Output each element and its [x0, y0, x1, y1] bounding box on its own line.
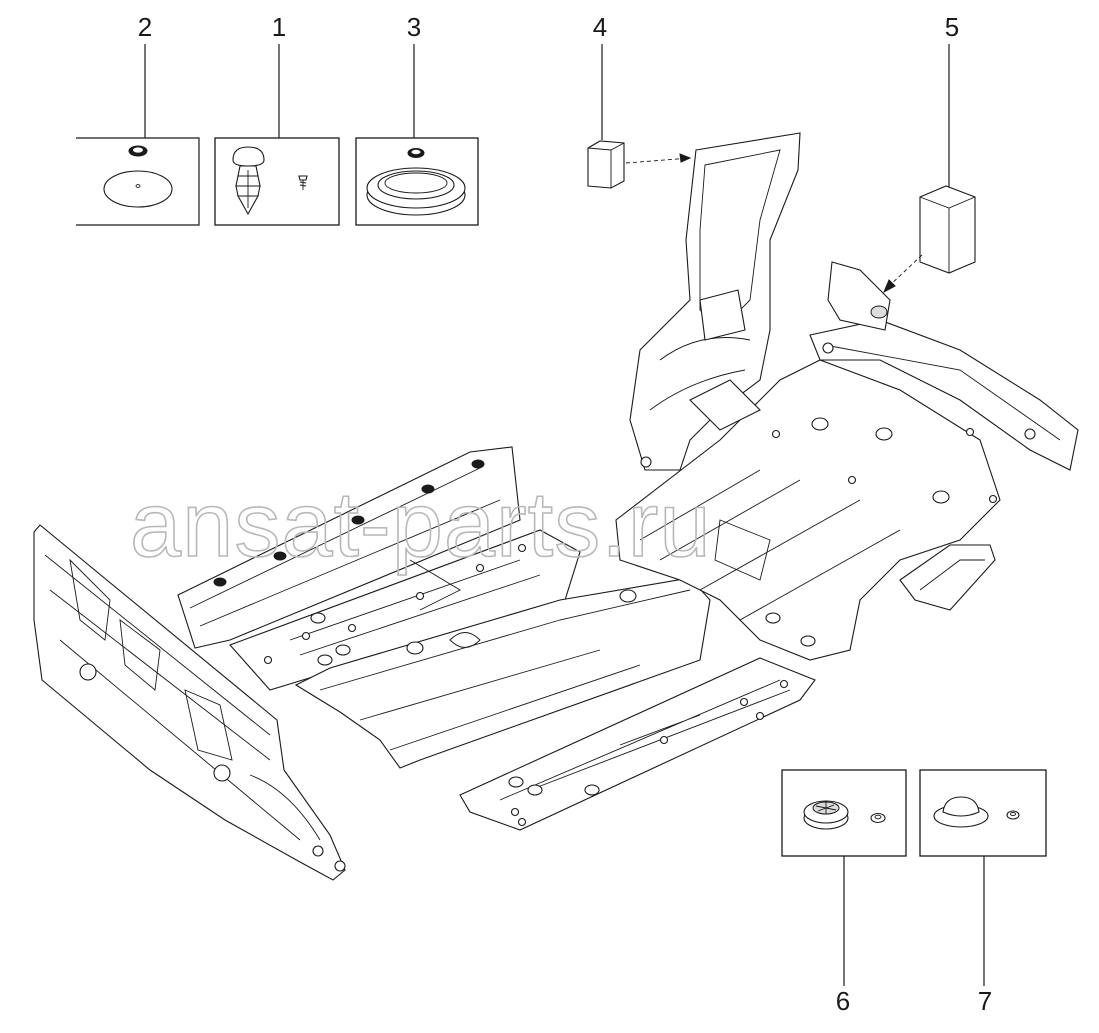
detail-box-7 [919, 769, 1047, 857]
callout-number-3: 3 [407, 12, 421, 42]
wheel-arch-bracket [899, 544, 996, 611]
round-plug-icon [103, 170, 173, 208]
callout-number-4: 4 [593, 12, 607, 42]
callout-number-1: 1 [272, 12, 286, 42]
callout-number-2: 2 [138, 12, 152, 42]
large-grommet-icon [366, 148, 466, 216]
callout-2[interactable]: 2 [138, 12, 152, 138]
callout-number-7: 7 [978, 986, 992, 1016]
front-cross-member [177, 446, 521, 649]
callout-number-6: 6 [836, 986, 850, 1016]
detail-box-3 [355, 137, 479, 226]
callout-1[interactable]: 1 [272, 12, 286, 138]
small-grommet-icon [870, 812, 886, 824]
callout-3[interactable]: 3 [407, 12, 421, 138]
callout-4[interactable]: 4 [593, 12, 607, 140]
insulation-pad-4 [587, 140, 692, 189]
callout-6[interactable]: 6 [836, 856, 850, 1016]
rear-side-rail [809, 261, 1079, 471]
small-screw-icon [298, 175, 308, 190]
detail-box-2 [76, 137, 200, 226]
front-floor-left [229, 529, 581, 691]
detail-box-6 [781, 769, 907, 857]
inner-pillar-panel [629, 132, 801, 471]
callout-7[interactable]: 7 [978, 856, 992, 1016]
domed-plug-icon [933, 796, 989, 828]
detail-box-1 [214, 137, 340, 226]
callout-5[interactable]: 5 [945, 12, 959, 188]
watermark-text: ansat-parts.ru [130, 474, 712, 576]
dash-panel [33, 524, 346, 881]
arrow-icon [679, 153, 692, 163]
arrow-icon [882, 279, 896, 294]
rear-floor [615, 359, 1001, 661]
insulation-pad-5 [882, 185, 976, 294]
small-grommet-icon [1006, 810, 1020, 820]
push-clip-icon [232, 146, 265, 216]
center-tunnel [294, 577, 711, 769]
callout-number-5: 5 [945, 12, 959, 42]
rear-floor-left [459, 657, 816, 831]
fir-tree-clip-icon [803, 800, 849, 830]
floor-pan-assembly [33, 132, 1079, 881]
